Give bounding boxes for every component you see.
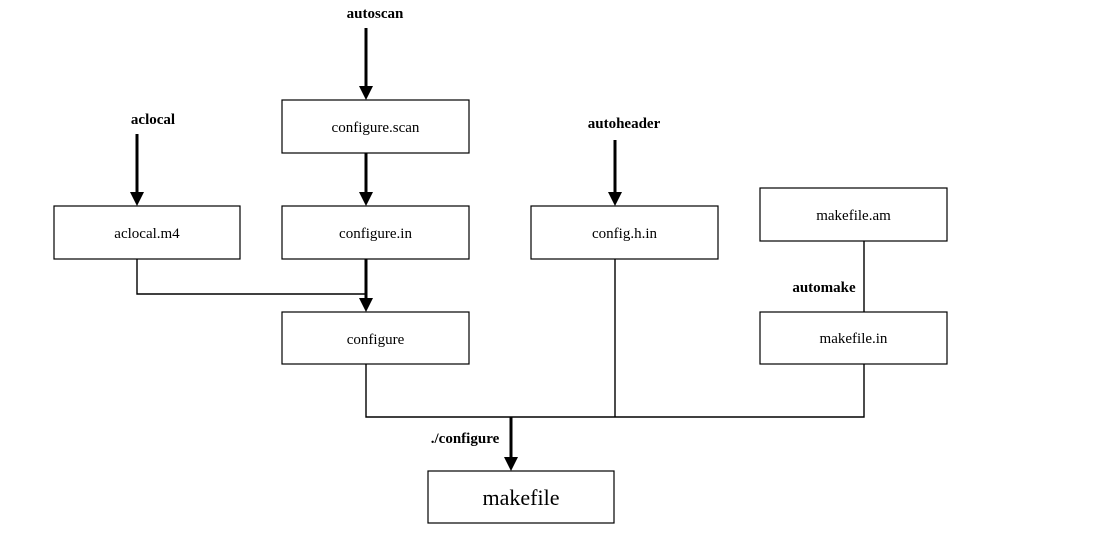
- node-label: configure: [347, 332, 405, 348]
- node-makefile: makefile: [427, 470, 615, 524]
- edge-aclocal-m4-to-configure: [136, 259, 366, 295]
- arrowhead-configure-scan: [359, 86, 373, 100]
- tool-label-run-configure: ./configure: [431, 431, 500, 447]
- node-label: makefile: [483, 485, 560, 510]
- arrowhead-configure-in: [359, 192, 373, 206]
- node-aclocal-m4: aclocal.m4: [53, 205, 241, 260]
- arrowhead-config-h-in: [608, 192, 622, 206]
- node-configure-in: configure.in: [281, 205, 470, 260]
- node-makefile-am: makefile.am: [759, 187, 948, 242]
- arrowhead-makefile: [504, 457, 518, 471]
- node-label: aclocal.m4: [114, 226, 180, 242]
- node-config-h-in: config.h.in: [530, 205, 719, 260]
- node-label: configure.scan: [332, 120, 420, 136]
- tool-label-aclocal: aclocal: [131, 112, 175, 128]
- node-makefile-in: makefile.in: [759, 311, 948, 365]
- node-label: makefile.am: [816, 208, 891, 224]
- tool-label-autoscan: autoscan: [347, 6, 404, 22]
- node-label: config.h.in: [592, 226, 657, 242]
- tool-label-automake: automake: [792, 280, 856, 296]
- tool-label-autoheader: autoheader: [588, 116, 661, 132]
- node-label: configure.in: [339, 226, 412, 242]
- arrowhead-aclocal-m4: [130, 192, 144, 206]
- node-configure-scan: configure.scan: [281, 99, 470, 154]
- arrowhead-configure: [359, 298, 373, 312]
- node-label: makefile.in: [820, 331, 888, 347]
- node-configure: configure: [281, 311, 470, 365]
